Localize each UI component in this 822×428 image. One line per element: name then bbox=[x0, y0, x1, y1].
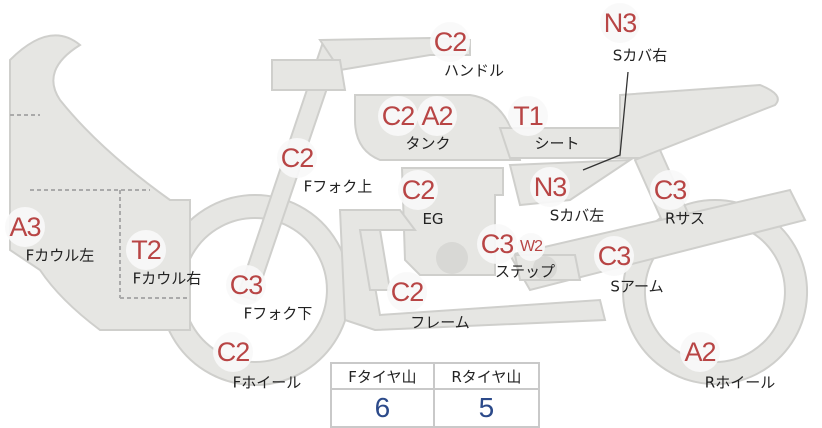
tire-tread-table: Fタイヤ山 Rタイヤ山 6 5 bbox=[330, 362, 541, 428]
r-tire-header: Rタイヤ山 bbox=[432, 362, 541, 390]
grade-badge-r-wheel[interactable]: A2 bbox=[680, 332, 720, 372]
headlight-bracket bbox=[271, 59, 347, 91]
label-f-cowl-left: Fカウル左 bbox=[25, 246, 95, 265]
step-peg bbox=[533, 256, 557, 280]
grade-badge-f-cowl-right[interactable]: T2 bbox=[126, 230, 166, 270]
f-tire-header: Fタイヤ山 bbox=[330, 362, 435, 390]
grade-badge-s-cover-right[interactable]: N3 bbox=[600, 3, 640, 43]
grade-badge-tank-2[interactable]: A2 bbox=[417, 96, 457, 136]
grade-badge-s-cover-left[interactable]: N3 bbox=[530, 167, 570, 207]
grade-badge-frame[interactable]: C2 bbox=[387, 272, 427, 312]
label-s-cover-left: Sカバ左 bbox=[549, 206, 605, 225]
grade-badge-f-fork-upper[interactable]: C2 bbox=[277, 138, 317, 178]
grade-badge-step[interactable]: C3 bbox=[477, 224, 517, 264]
label-f-cowl-right: Fカウル右 bbox=[132, 269, 202, 288]
grade-badge-swing-arm[interactable]: C3 bbox=[594, 236, 634, 276]
grade-badge-r-suspension[interactable]: C3 bbox=[650, 170, 690, 210]
frame bbox=[338, 209, 607, 332]
tail-cowl bbox=[619, 83, 779, 159]
label-seat: シート bbox=[534, 134, 580, 153]
side-cover bbox=[508, 158, 634, 207]
label-f-wheel: Fホイール bbox=[232, 373, 302, 392]
label-tank: タンク bbox=[405, 134, 451, 153]
label-f-fork-lower: Fフォク下 bbox=[243, 304, 313, 323]
label-f-fork-upper: Fフォク上 bbox=[303, 177, 373, 196]
r-tire-value: 5 bbox=[432, 388, 541, 428]
label-swing-arm: Sアーム bbox=[610, 277, 664, 296]
s-cover-right-leader-line bbox=[582, 71, 629, 171]
cowl-panel-lines bbox=[10, 114, 190, 299]
grade-badge-f-cowl-left[interactable]: A3 bbox=[5, 207, 45, 247]
label-s-cover-right: Sカバ右 bbox=[612, 46, 668, 65]
grade-badge-step-2[interactable]: W2 bbox=[517, 233, 545, 261]
grade-badge-seat[interactable]: T1 bbox=[508, 96, 548, 136]
engine-cover bbox=[436, 242, 468, 274]
grade-badge-f-fork-lower[interactable]: C3 bbox=[226, 265, 266, 305]
grade-badge-f-wheel[interactable]: C2 bbox=[213, 332, 253, 372]
label-engine: EG bbox=[422, 210, 444, 228]
label-frame: フレーム bbox=[410, 313, 470, 332]
label-r-suspension: Rサス bbox=[664, 209, 706, 228]
grade-badge-tank-1[interactable]: C2 bbox=[378, 96, 418, 136]
label-handle: ハンドル bbox=[443, 61, 505, 80]
label-step: ステップ bbox=[494, 262, 556, 281]
grade-badge-engine[interactable]: C2 bbox=[398, 170, 438, 210]
label-r-wheel: Rホイール bbox=[704, 373, 776, 392]
f-tire-value: 6 bbox=[330, 388, 435, 428]
grade-badge-handle[interactable]: C2 bbox=[430, 22, 470, 62]
